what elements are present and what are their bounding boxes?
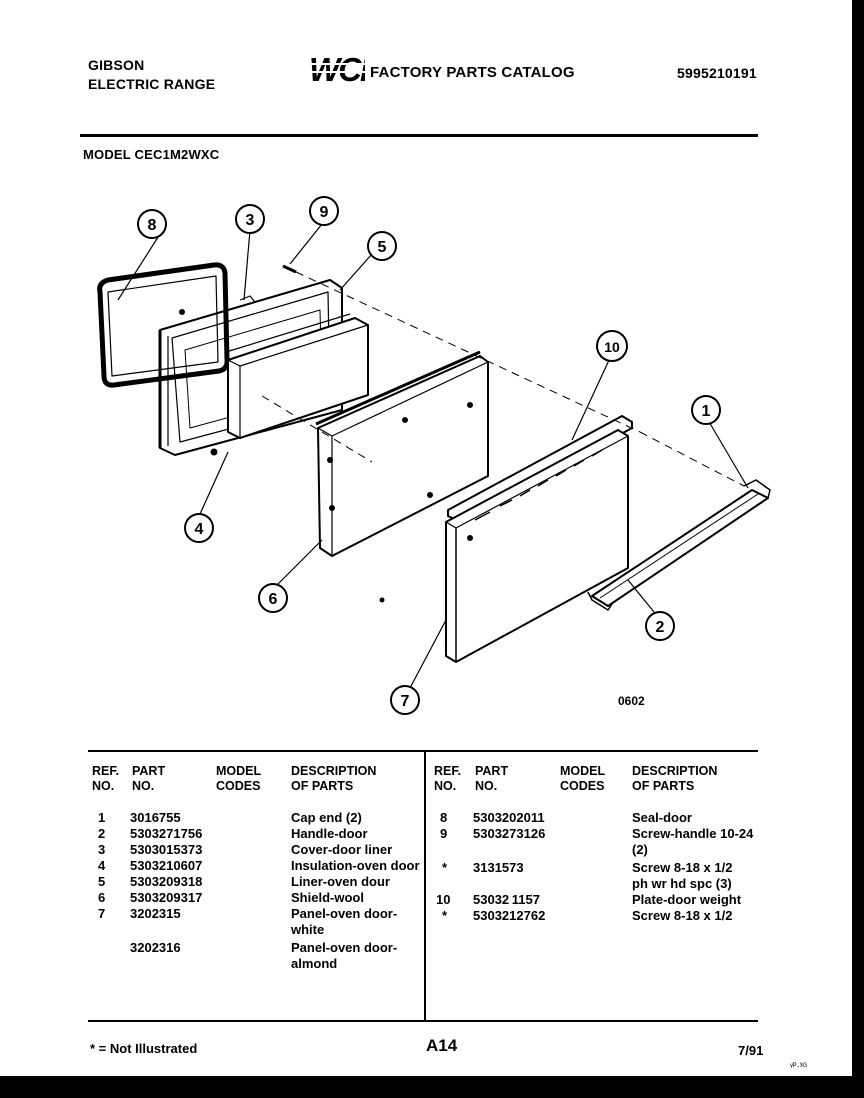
svg-text:2: 2 bbox=[656, 619, 665, 636]
corner-mark: ᵞᴾ·³ᴳ bbox=[790, 1061, 808, 1071]
table-row: Panel-oven door- bbox=[291, 940, 398, 955]
brand-line-1: GIBSON bbox=[88, 57, 145, 73]
table-row: Handle-door bbox=[291, 826, 368, 841]
table-row: Panel-oven door- bbox=[291, 906, 398, 921]
table-row: * bbox=[442, 860, 448, 875]
table-row: 4 bbox=[98, 858, 106, 873]
table-row: white bbox=[291, 922, 325, 937]
table-row: 1 bbox=[98, 810, 106, 825]
table-row: 5303202011 bbox=[473, 810, 545, 825]
table-row: 5303015373 bbox=[130, 842, 203, 857]
header-desc-left: DESCRIPTION OF PARTS bbox=[291, 764, 377, 793]
table-row: 9 bbox=[440, 826, 448, 841]
svg-text:10: 10 bbox=[604, 339, 620, 355]
table-row: Insulation-oven door bbox=[291, 858, 420, 873]
header-part-right: PART NO. bbox=[475, 764, 509, 793]
catalog-title: FACTORY PARTS CATALOG bbox=[370, 64, 575, 81]
header-model-right: MODEL CODES bbox=[560, 764, 606, 793]
part-panel-door bbox=[445, 429, 629, 663]
svg-text:7: 7 bbox=[401, 693, 410, 710]
table-row: 5303210607 bbox=[130, 858, 203, 873]
header-ref-right: REF. NO. bbox=[434, 764, 462, 793]
table-row: 5303273126 bbox=[473, 826, 546, 841]
svg-text:8: 8 bbox=[148, 217, 157, 234]
header-rule bbox=[80, 134, 758, 137]
header-desc-right: DESCRIPTION OF PARTS bbox=[632, 764, 718, 793]
callout-6: 6 bbox=[258, 583, 288, 613]
parts-catalog-page: GIBSON ELECTRIC RANGE WCI FACTORY PARTS … bbox=[0, 0, 852, 1076]
table-row: 8 bbox=[440, 810, 448, 825]
table-row: 5303271756 bbox=[130, 826, 203, 841]
wci-logo: WCI bbox=[307, 51, 372, 88]
table-row: 3131573 bbox=[473, 860, 524, 875]
table-row: Plate-door weight bbox=[632, 892, 742, 907]
callout-10: 10 bbox=[596, 330, 628, 362]
table-row: 6 bbox=[98, 890, 106, 905]
catalog-number: 5995210191 bbox=[677, 65, 757, 81]
diagram-code: 0602 bbox=[618, 694, 645, 708]
callout-8: 8 bbox=[137, 209, 167, 239]
table-row: 3 bbox=[98, 842, 106, 857]
svg-text:5: 5 bbox=[378, 239, 387, 256]
header-part-left: PART NO. bbox=[132, 764, 166, 793]
footer-rule bbox=[88, 1020, 758, 1022]
callout-5: 5 bbox=[367, 231, 397, 261]
table-top-rule bbox=[88, 750, 758, 752]
table-row: 5303209318 bbox=[130, 874, 203, 889]
table-row: 10 bbox=[436, 892, 451, 907]
table-row: * bbox=[442, 908, 448, 923]
table-center-divider bbox=[424, 750, 426, 1022]
table-row: Seal-door bbox=[632, 810, 692, 825]
callout-2: 2 bbox=[645, 611, 675, 641]
table-row: 53032 1157 bbox=[473, 892, 540, 907]
table-row: Cover-door liner bbox=[291, 842, 393, 857]
svg-text:4: 4 bbox=[195, 521, 204, 538]
table-row: almond bbox=[291, 956, 338, 971]
table-row: 5 bbox=[98, 874, 106, 889]
callout-4: 4 bbox=[184, 513, 214, 543]
table-row: Screw-handle 10-24 bbox=[632, 826, 754, 841]
table-row: (2) bbox=[632, 842, 648, 857]
table-row: Cap end (2) bbox=[291, 810, 362, 825]
page-number: A14 bbox=[426, 1036, 458, 1055]
table-row: 7 bbox=[98, 906, 106, 921]
part-shield-wool bbox=[315, 350, 489, 557]
svg-text:6: 6 bbox=[269, 591, 278, 608]
callout-1: 1 bbox=[691, 395, 721, 425]
table-row: 5303209317 bbox=[130, 890, 203, 905]
svg-text:1: 1 bbox=[702, 403, 711, 420]
callout-7: 7 bbox=[390, 685, 420, 715]
brand-line-2: ELECTRIC RANGE bbox=[88, 76, 216, 92]
svg-text:9: 9 bbox=[320, 204, 329, 221]
svg-text:WCI: WCI bbox=[309, 52, 365, 86]
svg-text:3: 3 bbox=[246, 212, 255, 229]
part-insulation bbox=[225, 313, 369, 439]
table-row: ph wr hd spc (3) bbox=[632, 876, 732, 891]
part-handle bbox=[587, 479, 771, 611]
part-seal-door bbox=[97, 262, 230, 388]
revision-date: 7/91 bbox=[738, 1043, 764, 1058]
callout-3: 3 bbox=[235, 204, 265, 234]
table-row: 3202315 bbox=[130, 906, 181, 921]
part-screw bbox=[282, 264, 297, 274]
header-model-left: MODEL CODES bbox=[216, 764, 262, 793]
table-row: 3202316 bbox=[130, 940, 181, 955]
table-row: Screw 8-18 x 1/2 bbox=[632, 860, 733, 875]
table-row: Shield-wool bbox=[291, 890, 364, 905]
footnote: * = Not Illustrated bbox=[90, 1041, 198, 1056]
table-row: Liner-oven dour bbox=[291, 874, 390, 889]
table-row: Screw 8-18 x 1/2 bbox=[632, 908, 733, 923]
table-row: 2 bbox=[98, 826, 106, 841]
header-ref-left: REF. NO. bbox=[92, 764, 120, 793]
exploded-door-diagram: 8 3 9 5 10 1 4 6 2 7 0602 bbox=[97, 196, 771, 715]
table-row: 3016755 bbox=[130, 810, 181, 825]
model-number: MODEL CEC1M2WXC bbox=[83, 147, 220, 162]
callout-9: 9 bbox=[309, 196, 339, 226]
table-row: 5303212762 bbox=[473, 908, 546, 923]
